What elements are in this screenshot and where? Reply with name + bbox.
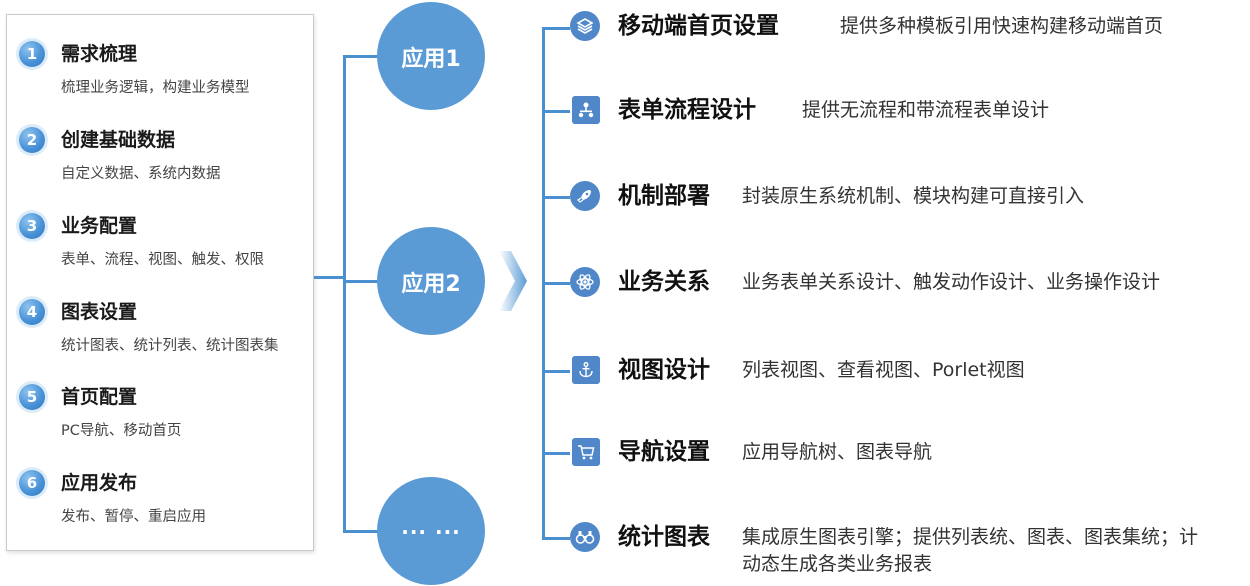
feature-name: 业务关系	[618, 269, 710, 295]
app-node: 应用2	[377, 227, 485, 335]
feature-description: 列表视图、查看视图、Porlet视图	[742, 359, 1025, 381]
feature-item: 视图设计 列表视图、查看视图、Porlet视图	[570, 350, 1250, 390]
step-title: 图表设置	[61, 301, 138, 323]
app-node-label: ... ...	[401, 515, 461, 539]
step-title: 创建基础数据	[61, 129, 176, 151]
step-number-badge: 2	[19, 127, 45, 153]
step-item: 2 创建基础数据 自定义数据、系统内数据	[7, 125, 307, 195]
step-number-badge: 4	[19, 299, 45, 325]
anchor-icon	[572, 356, 600, 384]
step-item: 4 图表设置 统计图表、统计列表、统计图表集	[7, 297, 307, 367]
step-number-badge: 5	[19, 384, 45, 410]
step-number-badge: 3	[19, 213, 45, 239]
connector-line	[542, 452, 570, 455]
connector-line	[542, 196, 570, 199]
connector-line	[542, 282, 570, 285]
binoculars-icon	[570, 522, 600, 552]
layers-icon	[570, 11, 600, 41]
step-title: 首页配置	[61, 386, 138, 408]
step-item: 6 应用发布 发布、暂停、重启应用	[7, 468, 307, 538]
feature-description: 集成原生图表引擎；提供列表统、图表、图表集统；计动态生成各类业务报表	[742, 526, 1199, 575]
feature-description: 业务表单关系设计、触发动作设计、业务操作设计	[742, 271, 1161, 293]
atom-icon	[570, 267, 600, 297]
arrow-right-icon	[499, 251, 527, 311]
step-description: 发布、暂停、重启应用	[61, 509, 206, 525]
connector-line	[343, 530, 383, 533]
feature-item: 统计图表 集成原生图表引擎；提供列表统、图表、图表集统；计动态生成各类业务报表	[570, 517, 1250, 583]
step-description: 统计图表、统计列表、统计图表集	[61, 338, 279, 354]
feature-description: 提供多种模板引用快速构建移动端首页	[840, 15, 1164, 37]
connector-line	[343, 55, 346, 533]
connector-line	[542, 370, 570, 373]
feature-name: 统计图表	[618, 524, 710, 550]
feature-item: 业务关系 业务表单关系设计、触发动作设计、业务操作设计	[570, 262, 1250, 302]
step-number-badge: 6	[19, 470, 45, 496]
step-description: 自定义数据、系统内数据	[61, 166, 221, 182]
app-node: 应用1	[377, 2, 485, 110]
feature-name: 视图设计	[618, 357, 710, 383]
app-node-label: 应用1	[401, 47, 461, 72]
feature-name: 表单流程设计	[618, 97, 756, 123]
step-number-badge: 1	[19, 41, 45, 67]
feature-name: 移动端首页设置	[618, 13, 779, 39]
org-chart-icon	[572, 96, 600, 124]
cart-icon	[572, 438, 600, 466]
step-item: 1 需求梳理 梳理业务逻辑，构建业务模型	[7, 39, 307, 109]
step-title: 需求梳理	[61, 43, 138, 65]
feature-item: 移动端首页设置 提供多种模板引用快速构建移动端首页	[570, 6, 1250, 46]
feature-description: 提供无流程和带流程表单设计	[802, 99, 1050, 121]
feature-item: 表单流程设计 提供无流程和带流程表单设计	[570, 90, 1250, 130]
step-description: PC导航、移动首页	[61, 423, 182, 439]
step-item: 5 首页配置 PC导航、移动首页	[7, 382, 307, 452]
connector-line	[343, 280, 383, 283]
step-description: 梳理业务逻辑，构建业务模型	[61, 80, 250, 96]
step-title: 业务配置	[61, 215, 138, 237]
feature-name: 导航设置	[618, 439, 710, 465]
steps-panel: 1 需求梳理 梳理业务逻辑，构建业务模型 2 创建基础数据 自定义数据、系统内数…	[6, 14, 314, 551]
step-title: 应用发布	[61, 472, 138, 494]
feature-description: 应用导航树、图表导航	[742, 441, 933, 463]
app-node: ... ...	[377, 477, 485, 585]
connector-line	[314, 276, 346, 279]
step-item: 3 业务配置 表单、流程、视图、触发、权限	[7, 211, 307, 281]
app-node-label: 应用2	[401, 272, 461, 297]
connector-line	[542, 110, 570, 113]
feature-item: 导航设置 应用导航树、图表导航	[570, 432, 1250, 472]
connector-line	[343, 55, 383, 58]
step-description: 表单、流程、视图、触发、权限	[61, 252, 264, 268]
rocket-icon	[570, 181, 600, 211]
feature-item: 机制部署 封装原生系统机制、模块构建可直接引入	[570, 176, 1250, 216]
connector-line	[542, 537, 570, 540]
connector-line	[542, 27, 570, 30]
feature-name: 机制部署	[618, 183, 710, 209]
feature-description: 封装原生系统机制、模块构建可直接引入	[742, 185, 1085, 207]
